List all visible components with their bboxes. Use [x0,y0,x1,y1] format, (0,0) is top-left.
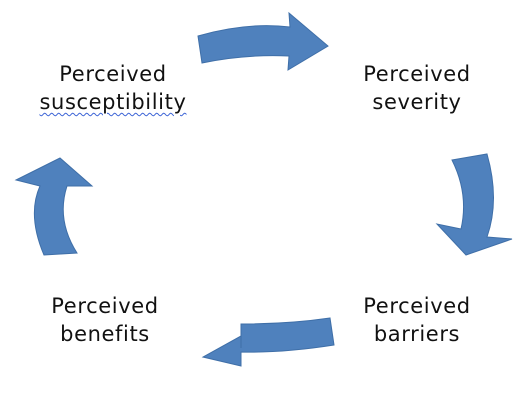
node-label-line1: Perceived [59,62,167,86]
arrow-susceptibility-to-severity [197,11,329,71]
node-label-line2: benefits [60,322,150,346]
node-perceived-susceptibility: Perceived susceptibility [18,60,208,116]
arrow-severity-to-barriers [435,153,513,256]
arrow-benefits-to-susceptibility [14,157,94,256]
node-label-line1: Perceived [363,294,471,318]
node-label-line2: barriers [373,322,461,346]
node-perceived-severity: Perceived severity [322,60,512,116]
node-label-line2: susceptibility [39,90,187,114]
node-perceived-barriers: Perceived barriers [322,292,512,348]
node-perceived-benefits: Perceived benefits [10,292,200,348]
node-label-line1: Perceived [51,294,159,318]
node-label-line1: Perceived [363,62,471,86]
arrow-barriers-to-benefits [201,317,335,367]
node-label-line2: severity [372,90,462,114]
